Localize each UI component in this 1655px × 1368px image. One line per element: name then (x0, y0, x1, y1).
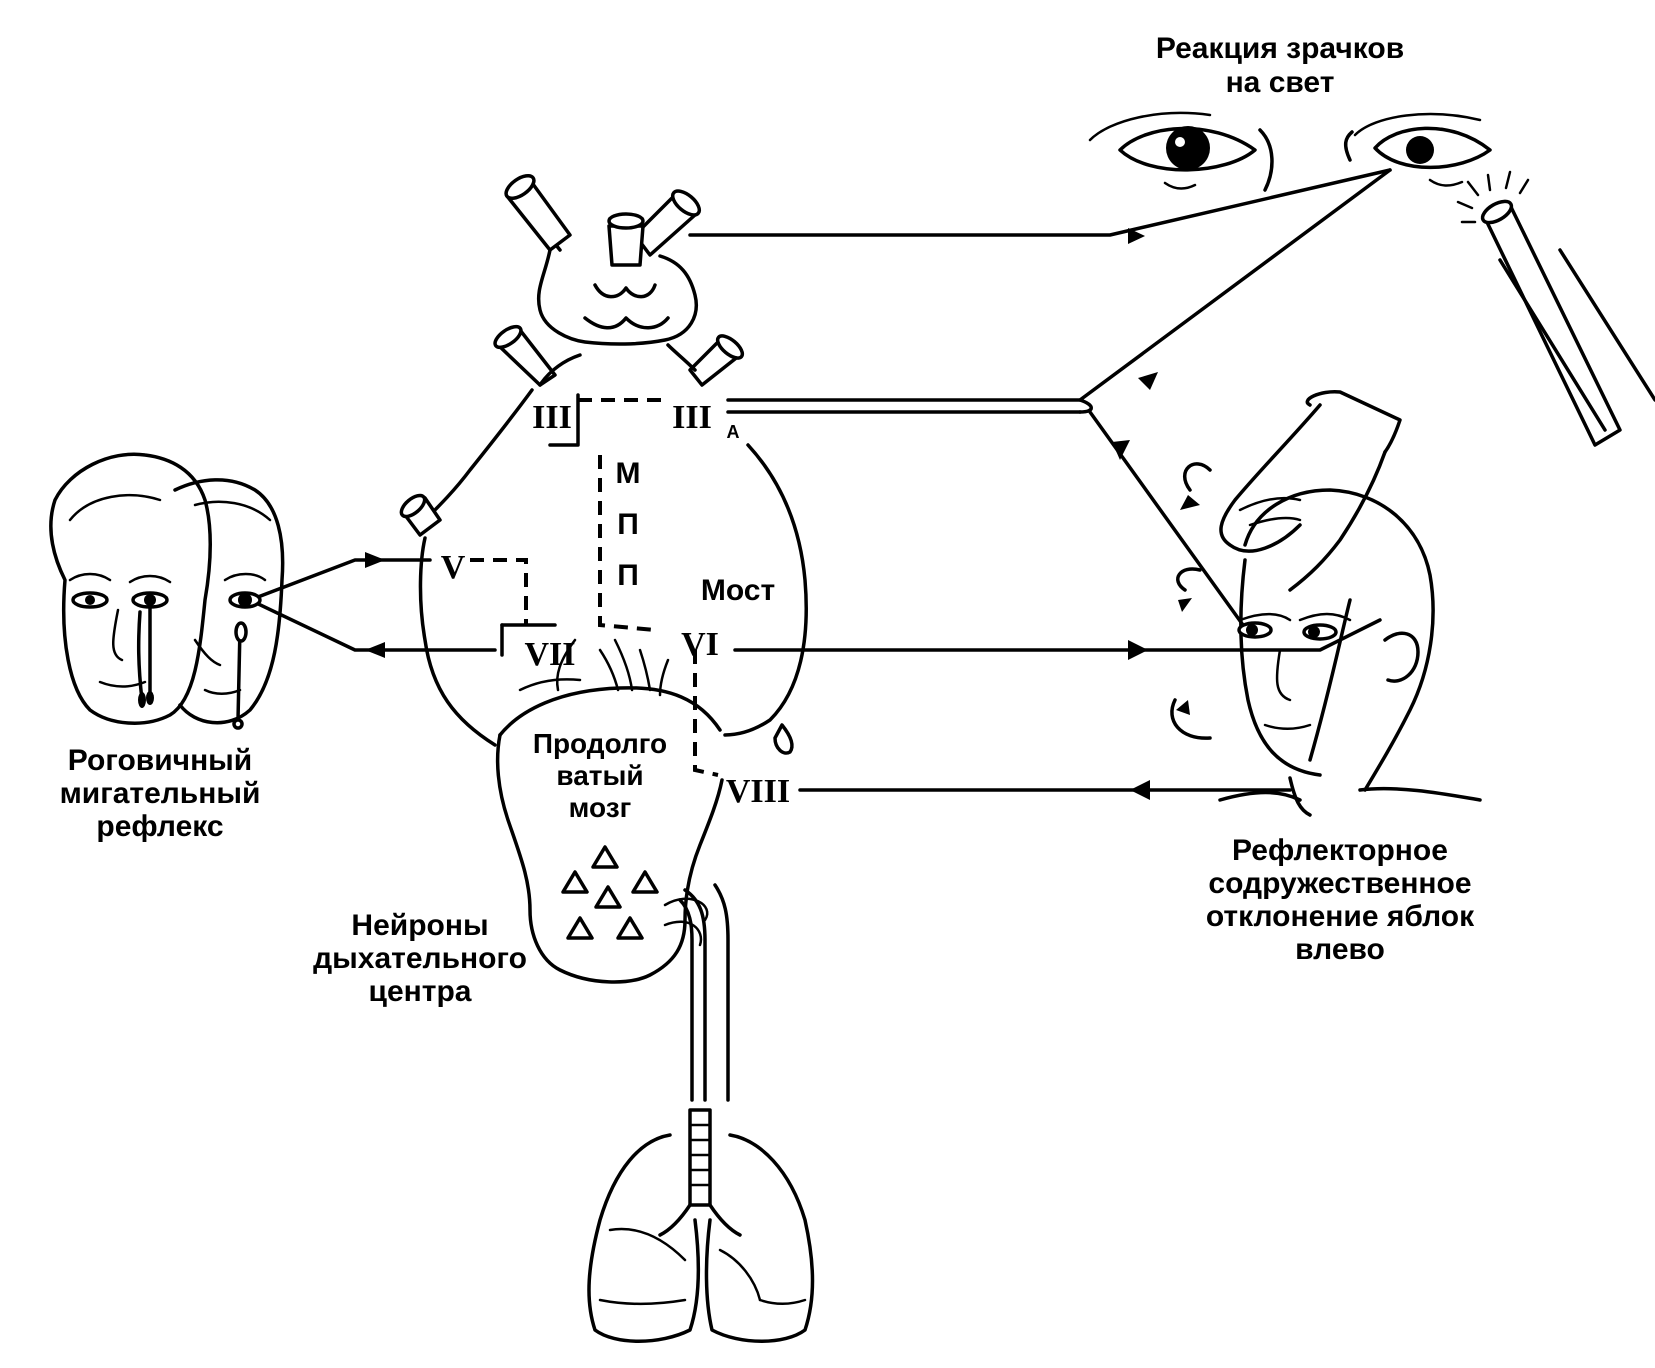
pons-outline (399, 388, 808, 755)
head-rotation-illustration (1170, 390, 1482, 817)
penlight-icon (1456, 170, 1655, 447)
label-corneal-reflex: Роговичный мигательный рефлекс (60, 744, 261, 843)
nerve-vi: VI (681, 626, 719, 663)
abducens-line (733, 618, 1382, 660)
medulla-outline (495, 638, 724, 984)
nerve-iii-left: III (532, 399, 572, 436)
vestibular-line (798, 780, 1292, 800)
nerve-iii-right: III (672, 399, 712, 436)
nerve-brackets (500, 393, 580, 657)
oculomotor-efferent-line (726, 168, 1392, 414)
nerve-iii-subscript: A (727, 422, 740, 442)
reflex-deviation-line1: Рефлекторное (1232, 834, 1448, 867)
pupil-reaction-eyes (1088, 111, 1492, 192)
label-medulla: Продолго ватый мозг (533, 728, 667, 823)
nerve-viii: VIII (726, 773, 790, 810)
label-pupil-reaction: Реакция зрачков на свет (1156, 32, 1404, 99)
reflex-deviation-line2: содружественное (1208, 867, 1471, 900)
nerve-numerals: III III A V VI VII VIII (441, 399, 790, 810)
spinal-tract (678, 883, 730, 1102)
respiratory-center-line2: дыхательного (313, 942, 527, 975)
label-pons: Мост (701, 574, 775, 607)
lungs-illustration (587, 1108, 815, 1343)
pons-label: Мост (701, 574, 775, 607)
pupil-afferent-line (688, 168, 1392, 244)
label-respiratory-center: Нейроны дыхательного центра (313, 909, 527, 1008)
corneal-reflex-line2: мигательный (60, 777, 261, 810)
nerve-vii: VII (524, 636, 575, 673)
respiratory-center-line1: Нейроны (351, 909, 488, 942)
mlf-letter-2: П (617, 508, 639, 541)
pupil-reaction-title-line2: на свет (1226, 66, 1335, 99)
reflex-deviation-line3: отклонение яблок (1206, 900, 1475, 933)
corneal-reflex-line3: рефлекс (96, 810, 223, 843)
label-reflex-deviation: Рефлекторное содружественное отклонение … (1206, 834, 1475, 966)
facial-efferent-line (248, 598, 497, 658)
mlf-letter-1: М (616, 457, 641, 490)
mlf-dashed-pathway (470, 398, 719, 777)
gaze-line-to-eye (1088, 410, 1245, 627)
medulla-line3: мозг (569, 792, 632, 823)
medulla-line2: ватый (556, 760, 643, 791)
nerve-v: V (441, 549, 466, 586)
label-mlf: М П П (616, 457, 641, 592)
respiratory-center-line3: центра (369, 975, 472, 1008)
corneal-reflex-faces (49, 452, 285, 730)
trigeminal-afferent-line (248, 552, 432, 602)
midbrain (493, 173, 745, 387)
medulla-line1: Продолго (533, 728, 667, 759)
pupil-reaction-title-line1: Реакция зрачков (1156, 32, 1404, 65)
reflex-deviation-line4: влево (1295, 933, 1385, 966)
corneal-reflex-line1: Роговичный (68, 744, 253, 777)
mlf-letter-3: П (617, 559, 639, 592)
respiratory-neurons (561, 845, 709, 947)
